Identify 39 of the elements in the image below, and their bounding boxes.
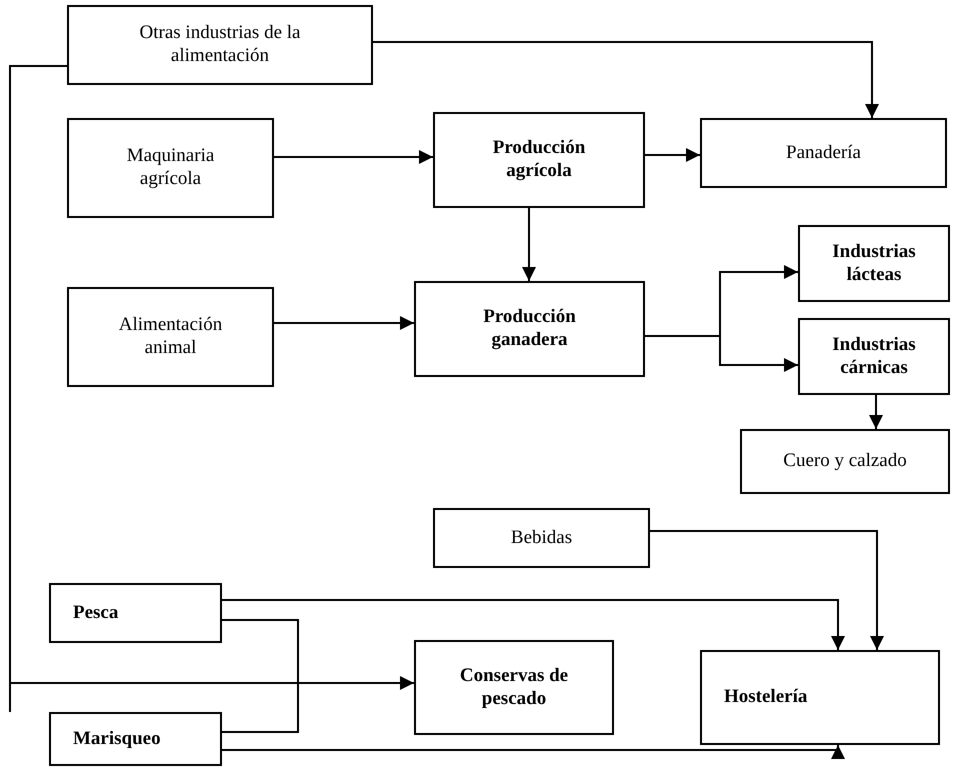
process-box xyxy=(798,318,950,395)
arrow xyxy=(222,744,845,759)
arrow xyxy=(650,530,884,650)
box-label: Industrias cárnicas xyxy=(831,332,917,380)
process-box xyxy=(67,287,274,387)
box-label: Hostelería xyxy=(723,685,808,710)
process-box xyxy=(740,429,950,494)
process-box xyxy=(414,640,614,735)
arrow xyxy=(645,335,798,372)
process-box xyxy=(700,118,947,188)
process-box xyxy=(798,225,950,302)
box-label: Conservas de pescado xyxy=(458,664,570,710)
process-box xyxy=(700,650,940,745)
process-box xyxy=(67,118,274,218)
box-label: Producción agrícola xyxy=(492,136,586,183)
box-label: Pesca xyxy=(72,600,120,625)
box-label: Cuero y calzado xyxy=(782,449,908,474)
box-label: Producción ganadera xyxy=(482,305,577,352)
box-label: Maquinaria agrícola xyxy=(126,144,216,191)
process-box xyxy=(414,281,645,377)
process-box xyxy=(67,5,373,85)
box-label: Bebidas xyxy=(510,526,574,550)
arrow xyxy=(222,599,845,650)
arrow xyxy=(522,208,536,281)
box-label: Otras industrias de la alimentación xyxy=(138,21,302,68)
box-label: Alimentación animal xyxy=(118,313,224,360)
box-label: Industrias lácteas xyxy=(831,240,917,286)
arrow xyxy=(274,316,414,330)
process-box xyxy=(433,508,650,568)
process-box xyxy=(49,583,222,643)
arrow xyxy=(373,41,879,118)
process-box xyxy=(49,712,222,766)
arrow xyxy=(274,150,433,164)
arrow xyxy=(869,395,883,429)
box-label: Marisqueo xyxy=(72,726,162,751)
box-label: Panadería xyxy=(785,140,862,165)
arrow xyxy=(9,65,414,690)
arrow xyxy=(645,148,700,162)
process-box xyxy=(433,112,645,208)
